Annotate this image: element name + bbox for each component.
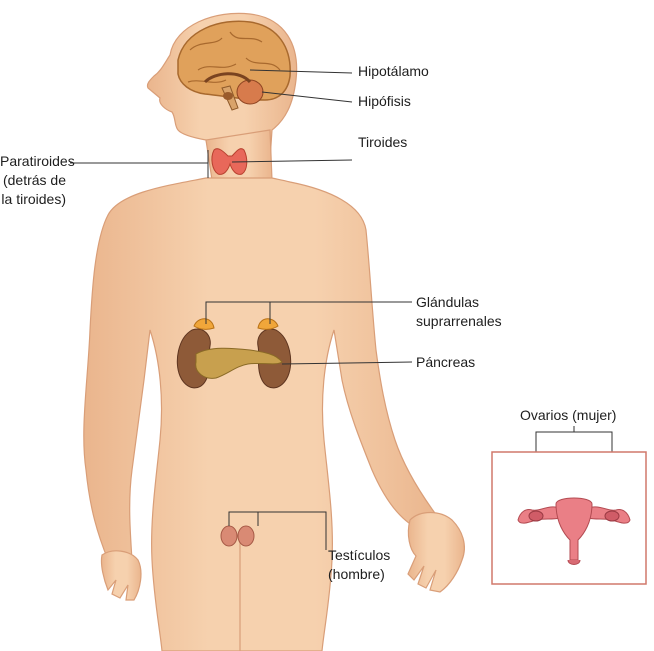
left-hand	[101, 551, 141, 600]
label-ovarios: Ovarios (mujer)	[520, 406, 616, 425]
right-hand	[408, 513, 464, 593]
label-paratiroides: Paratiroides (detrás de la tiroides)	[0, 152, 66, 209]
label-suprarrenales-line1: Glándulas	[416, 293, 502, 312]
label-tiroides: Tiroides	[358, 133, 407, 152]
label-paratiroides-line3: la tiroides)	[0, 190, 66, 209]
label-suprarrenales-line2: suprarrenales	[416, 312, 502, 331]
label-testiculos-line2: (hombre)	[328, 565, 390, 584]
label-hipotalamo: Hipotálamo	[358, 62, 429, 81]
label-testiculos-line1: Testículos	[328, 546, 390, 565]
label-hipofisis: Hipófisis	[358, 92, 411, 111]
label-paratiroides-line1: Paratiroides	[0, 152, 66, 171]
label-suprarrenales: Glándulas suprarrenales	[416, 293, 502, 331]
ovaries-inset	[492, 452, 646, 584]
label-testiculos: Testículos (hombre)	[328, 546, 390, 584]
label-paratiroides-line2: (detrás de	[0, 171, 66, 190]
label-pancreas: Páncreas	[416, 353, 475, 372]
